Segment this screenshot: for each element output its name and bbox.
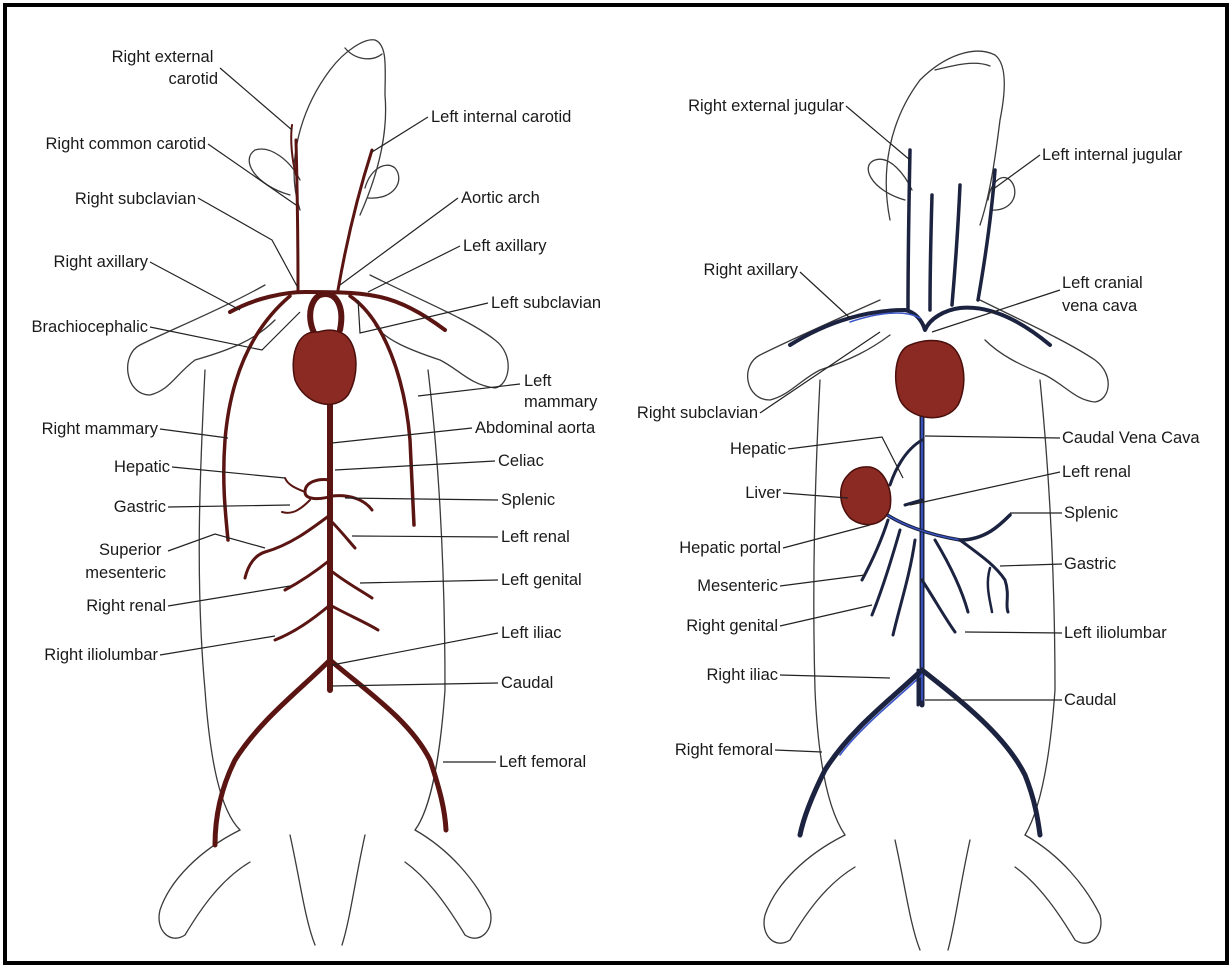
venous-heart [896, 340, 964, 417]
label-right-femoral: Right femoral [675, 741, 773, 759]
label-celiac: Celiac [498, 452, 544, 470]
label-venous-right-axillary: Right axillary [704, 261, 799, 279]
label-right-iliac: Right iliac [706, 666, 778, 684]
label-venous-left-renal: Left renal [1062, 463, 1131, 481]
venous-labels: Right external jugular Right axillary Ri… [637, 97, 1201, 759]
label-venous-gastric: Gastric [1064, 555, 1116, 573]
label-venous-right-subclavian: Right subclavian [637, 404, 758, 422]
label-right-subclavian: Right subclavian [75, 190, 196, 208]
label-left-mammary-line2: mammary [524, 393, 598, 411]
label-brachiocephalic: Brachiocephalic [32, 318, 148, 336]
label-left-cranial-vena-cava-line2: vena cava [1062, 297, 1138, 315]
label-right-external-jugular: Right external jugular [688, 97, 844, 115]
label-left-axillary: Left axillary [463, 237, 547, 255]
label-right-common-carotid: Right common carotid [46, 135, 206, 153]
label-left-cranial-vena-cava-line1: Left cranial [1062, 274, 1143, 292]
label-aortic-arch: Aortic arch [461, 189, 540, 207]
label-left-genital: Left genital [501, 571, 582, 589]
label-left-mammary: Left mammary [524, 372, 598, 411]
label-hepatic-portal: Hepatic portal [679, 539, 781, 557]
label-left-subclavian: Left subclavian [491, 294, 601, 312]
label-right-renal: Right renal [86, 597, 166, 615]
liver [841, 467, 891, 525]
venous-vessels [790, 150, 1050, 835]
label-hepatic: Hepatic [114, 458, 170, 476]
arterial-labels: Right external carotid Right common caro… [32, 48, 602, 771]
label-caudal-vena-cava: Caudal Vena Cava [1062, 429, 1200, 447]
label-venous-splenic: Splenic [1064, 504, 1118, 522]
arterial-rat [128, 40, 509, 945]
label-left-renal: Left renal [501, 528, 570, 546]
label-left-iliolumbar: Left iliolumbar [1064, 624, 1167, 642]
label-right-genital: Right genital [686, 617, 778, 635]
label-gastric: Gastric [114, 498, 166, 516]
label-right-external-carotid-line1: Right external [112, 48, 214, 66]
label-venous-hepatic: Hepatic [730, 440, 786, 458]
label-right-iliolumbar: Right iliolumbar [44, 646, 158, 664]
label-left-cranial-vena-cava: Left cranial vena cava [1062, 274, 1147, 315]
label-right-external-carotid: Right external carotid [112, 48, 218, 88]
label-superior-mesenteric-line2: mesenteric [85, 564, 166, 582]
label-right-external-carotid-line2: carotid [168, 70, 218, 88]
label-left-femoral: Left femoral [499, 753, 586, 771]
label-right-axillary: Right axillary [54, 253, 149, 271]
heart [293, 330, 356, 404]
label-abdominal-aorta: Abdominal aorta [475, 419, 596, 437]
arterial-rat-outline [128, 40, 509, 945]
label-splenic: Splenic [501, 491, 555, 509]
label-liver: Liver [745, 484, 781, 502]
label-venous-caudal: Caudal [1064, 691, 1116, 709]
label-superior-mesenteric-line1: Superior [99, 541, 162, 559]
label-right-mammary: Right mammary [42, 420, 159, 438]
label-left-iliac: Left iliac [501, 624, 562, 642]
label-superior-mesenteric: Superior mesenteric [85, 541, 166, 582]
label-left-mammary-line1: Left [524, 372, 552, 390]
label-caudal: Caudal [501, 674, 553, 692]
label-mesenteric: Mesenteric [697, 577, 778, 595]
label-left-internal-jugular: Left internal jugular [1042, 146, 1183, 164]
label-left-internal-carotid: Left internal carotid [431, 108, 571, 126]
